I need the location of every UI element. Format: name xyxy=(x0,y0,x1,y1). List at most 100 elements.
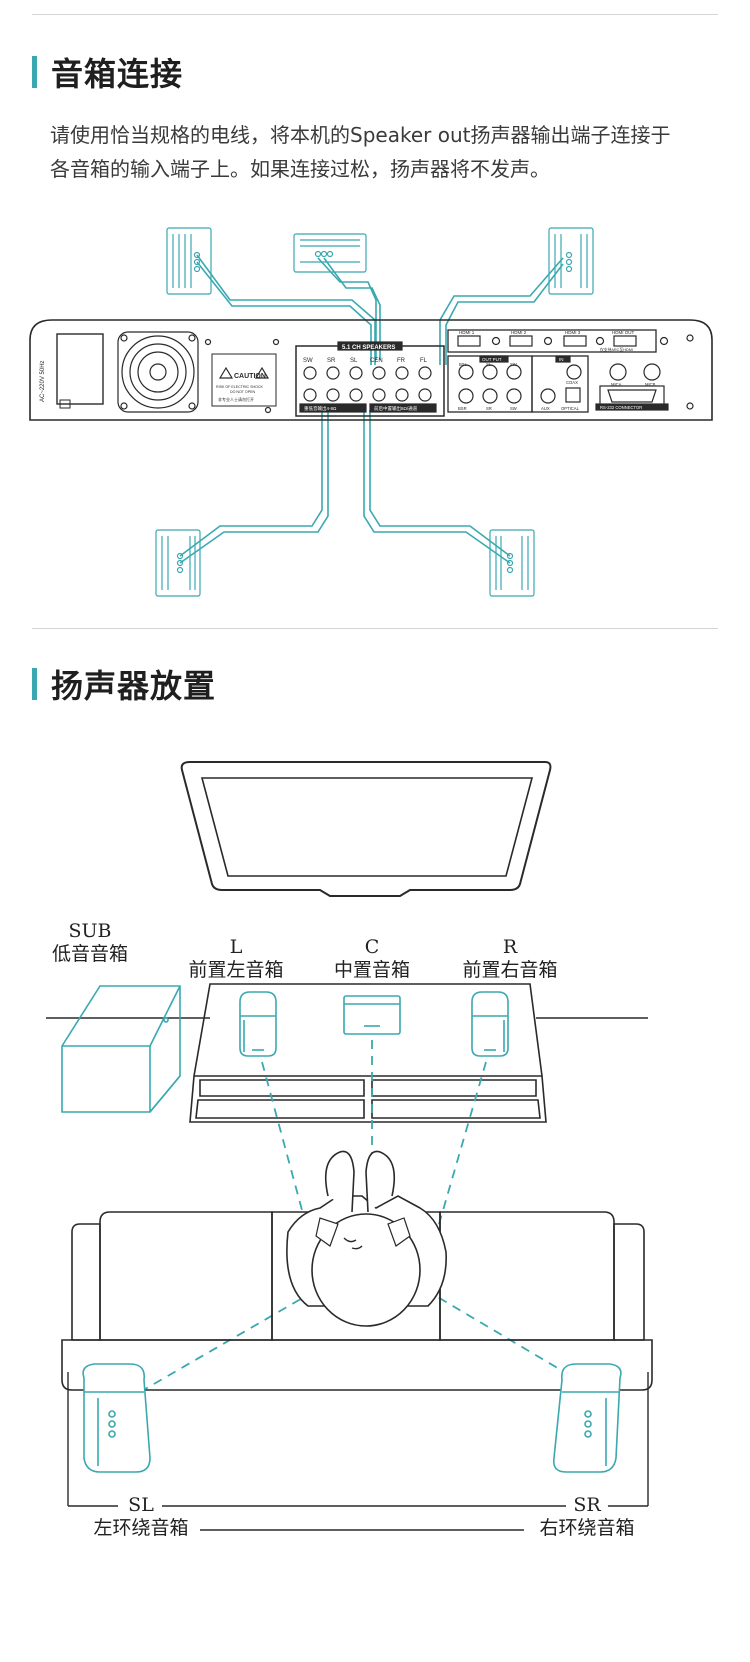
sl-code: SL xyxy=(128,1494,154,1516)
wire-front-left-b xyxy=(196,261,372,365)
warning-triangle-icon xyxy=(218,366,234,379)
front-right-label: R 前置右音箱 xyxy=(444,936,576,982)
hdmi-ports xyxy=(457,335,637,347)
surround-right-speaker-icon xyxy=(552,1363,622,1473)
center-name: 中置音箱 xyxy=(333,959,410,981)
output-block-title: OUT PUT xyxy=(482,357,502,362)
output-sl: SL xyxy=(486,362,492,367)
sr-name: 右环绕音箱 xyxy=(539,1517,635,1539)
sl-name: 左环绕音箱 xyxy=(93,1517,189,1539)
tv-icon xyxy=(180,761,552,897)
terminal-label-cen: CEN xyxy=(370,358,383,364)
front-right-speaker-icon xyxy=(471,991,509,1057)
hdmi-3-label: HDMI 3 xyxy=(565,330,581,335)
wire-center-b xyxy=(323,257,381,360)
wire-surround-right xyxy=(369,410,511,557)
section-title: 音箱连接 xyxy=(51,55,184,93)
instruction-line-1: 请使用恰当规格的电线，将本机的Speaker out扬声器输出端子连接于 xyxy=(50,123,671,147)
right-name: 前置右音箱 xyxy=(462,959,558,981)
speaker-block-title: 5.1 CH SPEAKERS xyxy=(342,345,395,351)
caution-cn: 非专业人士请勿打开 xyxy=(218,396,254,402)
impedance-left: 重低音输出4-8Ω xyxy=(304,405,337,412)
aux-label: AUX xyxy=(541,406,550,411)
left-code: L xyxy=(229,936,243,958)
output-sw-bottom: SW xyxy=(510,406,517,411)
hdmi-block xyxy=(447,329,657,353)
mains-label: AC~220V 50Hz xyxy=(40,360,46,402)
warning-triangle-icon-right xyxy=(254,366,270,379)
center-code: C xyxy=(364,936,380,958)
section-heading-connection: 音箱连接 xyxy=(32,54,183,93)
right-code: R xyxy=(502,936,518,958)
rs232-label: RS-232 CONNECTOR xyxy=(600,405,642,410)
connection-diagram-text: AC~220V 50Hz CAUTION RISK OF ELECTRIC SH… xyxy=(40,330,656,412)
wire-surround-left-b xyxy=(179,410,329,564)
wire-front-right-b xyxy=(445,263,564,365)
section-heading-placement: 扬声器放置 xyxy=(32,666,216,705)
output-bsl: BSL xyxy=(459,362,468,367)
terminal-label-fr: FR xyxy=(397,358,406,364)
sub-label: SUB 低音音箱 xyxy=(48,920,132,966)
mid-divider xyxy=(32,628,718,629)
room-bracket-line xyxy=(67,1372,649,1531)
tv-cabinet xyxy=(189,983,547,1123)
caution-line-1: RISK OF ELECTRIC SHOCK xyxy=(216,385,264,389)
input-block-title: IN xyxy=(559,357,564,362)
hdmi-note: 仅支持ARC至HDMI xyxy=(600,347,633,352)
impedance-right: 前后中置输出8Ω/通道 xyxy=(374,405,418,412)
speaker-terminals xyxy=(303,366,432,402)
subwoofer-icon xyxy=(61,985,181,1113)
front-left-speaker xyxy=(166,227,212,295)
surround-left-label: SL 左环绕音箱 xyxy=(86,1494,196,1540)
output-sr: SR xyxy=(486,406,492,411)
device-rear-panel xyxy=(29,319,713,421)
coax-label: COAX xyxy=(566,380,578,385)
front-left-label: L 前置左音箱 xyxy=(170,936,302,982)
listener-icon xyxy=(286,1150,447,1327)
optical-port xyxy=(565,387,581,403)
center-label: C 中置音箱 xyxy=(320,936,424,982)
wire-front-right xyxy=(439,257,564,365)
hdmi-out-label: HDMI OUT xyxy=(612,330,634,335)
front-left-speaker-icon xyxy=(239,991,277,1057)
caution-line-2: DO NOT OPEN xyxy=(230,390,255,394)
wire-surround-left xyxy=(179,410,323,557)
center-speaker xyxy=(293,233,367,273)
connection-diagram xyxy=(29,227,713,597)
wire-surround-right-b xyxy=(363,410,511,564)
coax-jack xyxy=(566,364,582,380)
output-bsr: BSR xyxy=(458,406,467,411)
terminal-label-sl: SL xyxy=(350,358,358,364)
terminal-label-fl: FL xyxy=(420,358,428,364)
caution-label-plate xyxy=(211,353,277,407)
instruction-line-2: 各音箱的输入端子上。如果连接过松，扬声器将不发声。 xyxy=(50,157,550,181)
hdmi-2-label: HDMI 2 xyxy=(511,330,527,335)
connection-instructions: 请使用恰当规格的电线，将本机的Speaker out扬声器输出端子连接于 各音箱… xyxy=(50,118,730,186)
placement-diagram xyxy=(46,761,653,1531)
sub-name: 低音音箱 xyxy=(51,943,128,965)
terminal-label-sw: SW xyxy=(303,358,313,364)
terminal-label-sr: SR xyxy=(327,358,336,364)
surround-right-label: SR 右环绕音箱 xyxy=(532,1494,642,1540)
left-name: 前置左音箱 xyxy=(188,959,284,981)
power-inlet xyxy=(56,333,104,405)
surround-left-speaker xyxy=(155,529,201,597)
sub-code: SUB xyxy=(68,920,112,942)
wire-front-left xyxy=(196,254,376,365)
micb-label: MICB xyxy=(645,382,656,387)
hdmi-1-label: HDMI 1 xyxy=(459,330,475,335)
aux-jack xyxy=(540,388,556,404)
center-speaker-icon xyxy=(343,995,401,1035)
sofa-icon xyxy=(61,1211,653,1391)
caution-title: CAUTION xyxy=(234,373,266,380)
mic-b-jack xyxy=(643,363,661,381)
top-divider xyxy=(32,14,718,15)
input-block xyxy=(531,355,589,413)
front-right-speaker xyxy=(548,227,594,295)
mic-a-jack xyxy=(609,363,627,381)
section-title: 扬声器放置 xyxy=(51,667,217,705)
mica-label: MICA xyxy=(611,382,622,387)
surround-right-speaker xyxy=(489,529,535,597)
optical-label: OPTICAL xyxy=(561,406,580,411)
